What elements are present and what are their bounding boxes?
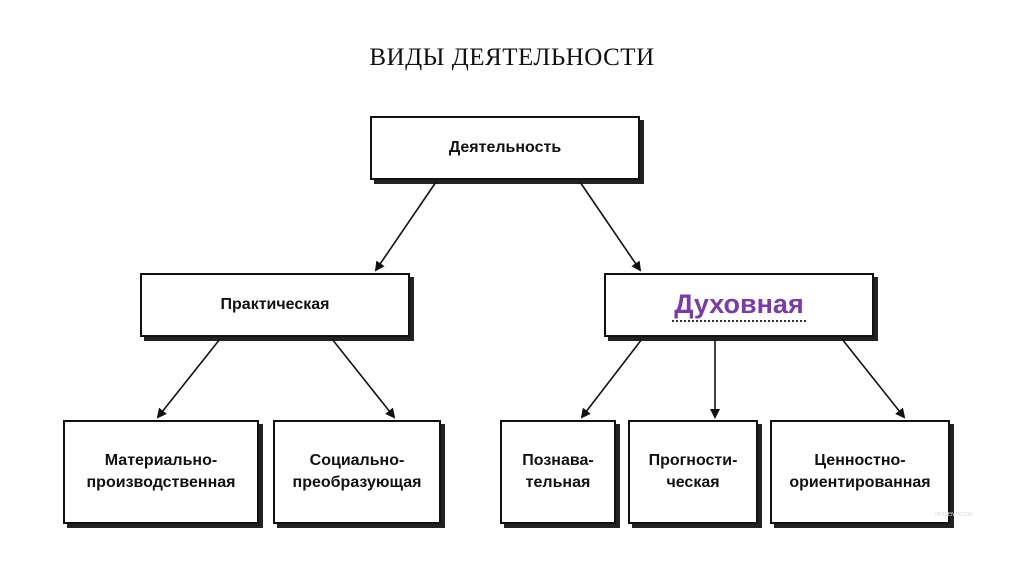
arrow-practical-to-social (331, 338, 396, 419)
node-value-oriented: Ценностно- ориентированная (770, 420, 950, 524)
node-activity: Деятельность (370, 116, 640, 180)
arrow-spiritual-to-cognitive (580, 338, 643, 419)
node-prognostic: Прогности- ческая (628, 420, 758, 524)
node-prognostic-label: Прогности- ческая (648, 452, 738, 491)
arrow-activity-to-practical (374, 181, 437, 272)
node-spiritual: Духовная (604, 273, 874, 337)
watermark: PRESENTATION (935, 512, 973, 518)
arrow-practical-to-material (156, 338, 221, 419)
node-social-transforming: Социально- преобразующая (273, 420, 441, 524)
node-cognitive: Познава- тельная (500, 420, 616, 524)
arrow-activity-to-spiritual (579, 181, 642, 272)
node-practical: Практическая (140, 273, 410, 337)
node-activity-label: Деятельность (448, 139, 562, 156)
arrow-spiritual-to-value (841, 338, 906, 419)
node-cognitive-label: Познава- тельная (522, 452, 594, 491)
node-value-oriented-label: Ценностно- ориентированная (789, 452, 931, 491)
node-practical-label: Практическая (220, 296, 330, 313)
node-material-production-label: Материально- производственная (86, 452, 236, 491)
node-material-production: Материально- производственная (63, 420, 259, 524)
node-social-transforming-label: Социально- преобразующая (292, 452, 422, 491)
diagram-title: ВИДЫ ДЕЯТЕЛЬНОСТИ (369, 44, 655, 71)
node-spiritual-label: Духовная (672, 289, 806, 322)
